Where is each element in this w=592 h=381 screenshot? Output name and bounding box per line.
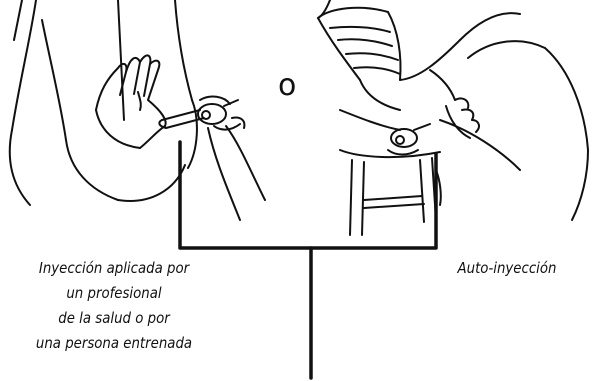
spreading-hand-illustration bbox=[95, 54, 167, 149]
buttocks-illustration bbox=[8, 0, 198, 206]
connector-bracket bbox=[178, 140, 438, 380]
caption-professional-injection: Inyección aplicada por un profesional de… bbox=[21, 256, 207, 356]
injecting-hand-illustration bbox=[158, 95, 266, 221]
caption-line: de la salud o por bbox=[58, 309, 170, 327]
caption-line: un profesional bbox=[66, 284, 162, 302]
stool-illustration bbox=[339, 149, 442, 236]
caption-line: Inyección aplicada por bbox=[38, 259, 190, 277]
caption-self-injection: Auto-inyección bbox=[439, 256, 575, 281]
seated-self-injection-illustration bbox=[317, 0, 589, 221]
caption-line: Auto-inyección bbox=[457, 259, 557, 277]
separator-text: o bbox=[278, 68, 297, 103]
caption-line: una persona entrenada bbox=[35, 334, 193, 352]
